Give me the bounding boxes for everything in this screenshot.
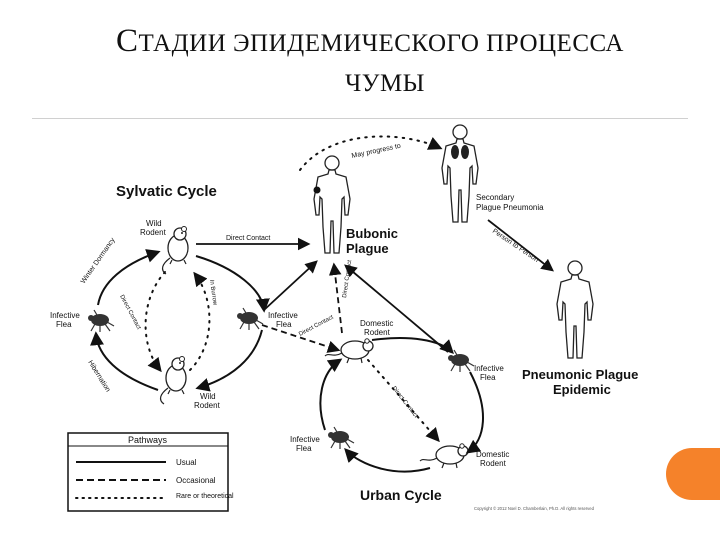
legend-title: Pathways bbox=[128, 435, 168, 445]
secondary-label-2: Plague Pneumonia bbox=[476, 203, 544, 212]
arrow-flea-left-to-rodent bbox=[97, 249, 161, 306]
arrow-may-progress bbox=[299, 135, 443, 171]
arrow-domestic-direct-contact bbox=[328, 262, 343, 334]
domestic-rodent-bottom-figure bbox=[419, 443, 469, 469]
flea-left-label-2: Flea bbox=[56, 320, 72, 329]
wild-rodent-top-figure bbox=[161, 225, 189, 275]
accent-shape bbox=[666, 448, 720, 500]
title-first-letter: С bbox=[116, 23, 139, 59]
infective-flea-mid-figure bbox=[236, 307, 264, 331]
flea-urban-label-1: Infective bbox=[290, 435, 320, 444]
pneumonic-label-2: Epidemic bbox=[553, 382, 611, 397]
domestic-bottom-label-2: Rodent bbox=[480, 459, 507, 468]
bubonic-label-1: Bubonic bbox=[346, 226, 398, 241]
human-secondary-figure bbox=[441, 124, 479, 223]
edge-hibernation-label: Hibernation bbox=[86, 359, 111, 393]
slide-title: СТАДИИ ЭПИДЕМИЧЕСКОГО ПРОЦЕССА ЧУМЫ bbox=[40, 14, 700, 101]
arrow-urban-flea-to-domestic bbox=[319, 358, 343, 431]
arrow-in-burrow bbox=[189, 271, 211, 371]
arrow-urban-direct-contact bbox=[367, 359, 440, 443]
flea-mid-label-2: Flea bbox=[276, 320, 292, 329]
pathways-legend: Pathways Usual Occasional Rare or theore… bbox=[67, 432, 234, 512]
arrow-flea-to-bubonic bbox=[263, 260, 318, 311]
arrow-domestic-bottom-to-flea bbox=[344, 447, 431, 473]
title-line-2: ЧУМЫ bbox=[345, 70, 425, 97]
edge-direct-contact-label: Direct Contact bbox=[226, 235, 270, 242]
infective-flea-left-figure bbox=[87, 309, 115, 333]
arrow-dry-dormant bbox=[144, 271, 166, 373]
flea-right-label-2: Flea bbox=[480, 373, 496, 382]
title-rest: ТАДИИ ЭПИДЕМИЧЕСКОГО ПРОЦЕССА bbox=[138, 30, 624, 57]
human-bubonic-figure bbox=[313, 155, 351, 254]
pneumonic-label-1: Pneumonic Plague bbox=[522, 367, 638, 382]
legend-label-rare: Rare or theoretical bbox=[176, 493, 234, 500]
domestic-mid-label-2: Rodent bbox=[364, 328, 391, 337]
arrow-urban-flea-to-bubonic bbox=[344, 264, 449, 353]
edge-dry-dormant-label: Direct Contact bbox=[118, 294, 141, 331]
lung-left-mark bbox=[451, 145, 459, 159]
arrow-flea-to-domestic bbox=[261, 324, 341, 353]
title-divider bbox=[32, 118, 688, 119]
human-pneumonic-figure bbox=[556, 260, 594, 359]
infective-flea-urban-figure bbox=[327, 426, 355, 450]
edge-may-progress-label: May progress to bbox=[351, 143, 402, 160]
bubonic-label-2: Plague bbox=[346, 241, 389, 256]
wild-rodent-top-label-1: Wild bbox=[146, 219, 162, 228]
secondary-label-1: Secondary bbox=[476, 193, 514, 202]
arrow-domestic-to-flea bbox=[371, 337, 454, 354]
edge-in-burrow-label: In Burrow bbox=[208, 279, 218, 306]
title-line-1: СТАДИИ ЭПИДЕМИЧЕСКОГО ПРОЦЕССА bbox=[40, 14, 700, 71]
edge-domestic-contact-label: Direct Contact bbox=[342, 259, 353, 298]
flea-left-label-1: Infective bbox=[50, 311, 80, 320]
copyright-notice: Copyright © 2012 Noel D. Chamberlain, Ph… bbox=[474, 506, 595, 511]
wild-rodent-bottom-figure bbox=[159, 355, 187, 405]
arrow-rodent-to-flea bbox=[195, 255, 270, 313]
edge-flea-domestic-label: Direct Contact bbox=[298, 314, 335, 337]
wild-rodent-top-label-2: Rodent bbox=[140, 228, 167, 237]
edge-person-to-person-label: Person to Person bbox=[491, 228, 540, 264]
wild-rodent-bottom-label-2: Rodent bbox=[194, 401, 221, 410]
arrow-person-to-person bbox=[487, 219, 554, 272]
bubo-mark bbox=[313, 186, 321, 194]
domestic-mid-label-1: Domestic bbox=[360, 319, 393, 328]
infective-flea-right-figure bbox=[447, 349, 475, 373]
wild-rodent-bottom-label-1: Wild bbox=[200, 392, 216, 401]
arrow-flea-to-rodent-bottom bbox=[195, 329, 263, 392]
arrow-rodent-bottom-to-flea-left bbox=[90, 331, 159, 391]
domestic-rodent-mid-figure bbox=[324, 338, 374, 364]
flea-urban-label-2: Flea bbox=[296, 444, 312, 453]
arrow-flea-to-domestic-bottom bbox=[465, 371, 484, 454]
legend-label-usual: Usual bbox=[176, 458, 197, 467]
flea-right-label-1: Infective bbox=[474, 364, 504, 373]
edge-urban-contact-label: Direct Contact bbox=[390, 386, 418, 420]
lung-right-mark bbox=[461, 145, 469, 159]
domestic-bottom-label-1: Domestic bbox=[476, 450, 509, 459]
flea-mid-label-1: Infective bbox=[268, 311, 298, 320]
sylvatic-cycle-label: Sylvatic Cycle bbox=[116, 183, 217, 200]
legend-label-occasional: Occasional bbox=[176, 476, 216, 485]
urban-cycle-label: Urban Cycle bbox=[360, 487, 442, 503]
